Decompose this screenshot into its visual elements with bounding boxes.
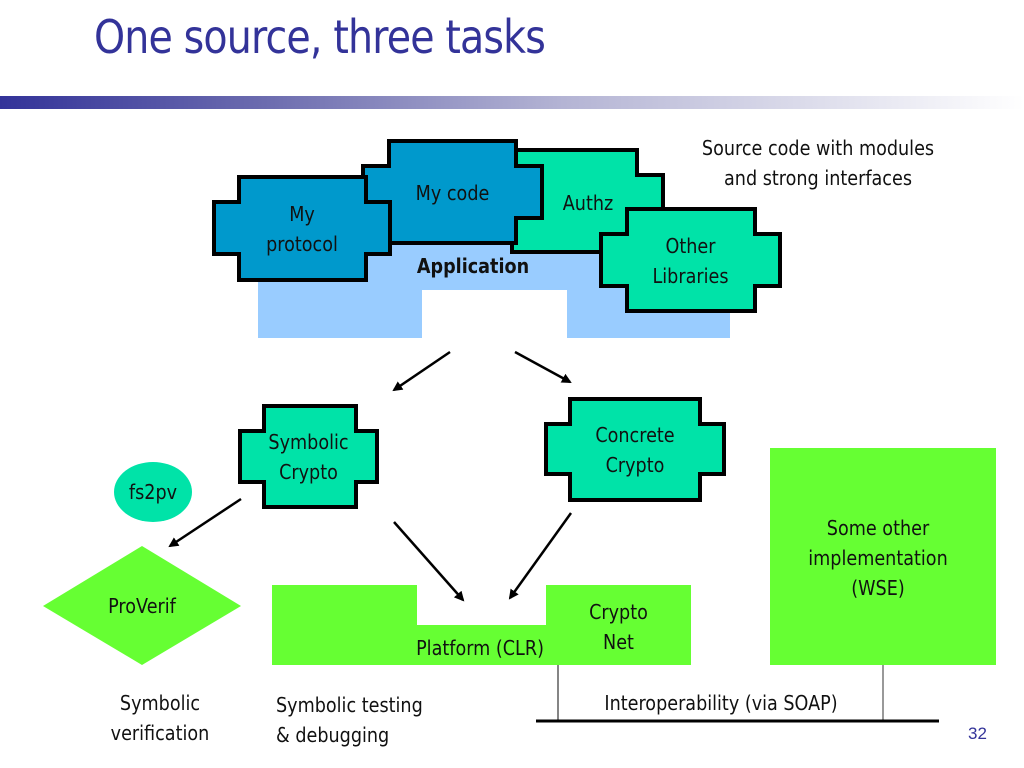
annotation-line2: and strong interfaces — [724, 166, 912, 190]
wse-label-2: implementation — [808, 546, 948, 570]
other-libraries-label-2: Libraries — [652, 264, 729, 288]
concrete-crypto-module — [544, 397, 726, 502]
concrete-crypto-label-1: Concrete — [595, 423, 675, 447]
caption-symbolic-testing-2: & debugging — [276, 723, 390, 747]
crypto-net-label-2: Net — [603, 630, 634, 654]
application-label: Application — [416, 254, 530, 278]
title-underline-bar — [0, 96, 1024, 109]
slide-title: One source, three tasks — [94, 10, 546, 64]
platform-block — [272, 585, 547, 665]
my-protocol-label-1: My — [289, 202, 315, 226]
annotation-line1: Source code with modules — [701, 136, 935, 160]
arrow-concrete-to-platform — [508, 512, 573, 600]
proverif-diamond — [43, 546, 241, 665]
my-protocol-label-2: protocol — [266, 232, 338, 256]
other-libraries-label-1: Other — [665, 234, 716, 258]
authz-label: Authz — [562, 191, 614, 215]
symbolic-crypto-label-1: Symbolic — [268, 430, 349, 454]
proverif-label: ProVerif — [108, 594, 176, 618]
my-code-label: My code — [415, 181, 490, 205]
other-libraries-module — [599, 207, 782, 313]
page-number: 32 — [968, 724, 987, 743]
platform-label: Platform (CLR) — [416, 636, 544, 660]
concrete-crypto-label-2: Crypto — [605, 453, 665, 477]
wse-block — [770, 448, 996, 665]
interop-label: Interoperability (via SOAP) — [604, 691, 838, 715]
caption-symbolic-verification-2: verification — [110, 721, 210, 745]
crypto-net-label-1: Crypto — [589, 600, 648, 624]
caption-symbolic-testing-1: Symbolic testing — [276, 693, 423, 717]
symbolic-crypto-label-2: Crypto — [279, 460, 338, 484]
arrow-to-symbolic-crypto — [392, 350, 451, 392]
wse-label-3: (WSE) — [851, 576, 905, 600]
arrow-symbolic-to-platform — [393, 521, 465, 602]
fs2pv-label: fs2pv — [128, 480, 178, 504]
arrow-to-proverif — [168, 497, 242, 548]
fs2pv-ellipse — [114, 462, 192, 522]
my-code-module — [361, 139, 544, 245]
crypto-net-block — [546, 585, 691, 665]
wse-label-1: Some other — [826, 516, 930, 540]
my-protocol-module — [212, 175, 392, 282]
caption-symbolic-verification-1: Symbolic — [119, 691, 201, 715]
symbolic-crypto-module — [238, 404, 379, 509]
arrow-to-concrete-crypto — [514, 350, 572, 384]
